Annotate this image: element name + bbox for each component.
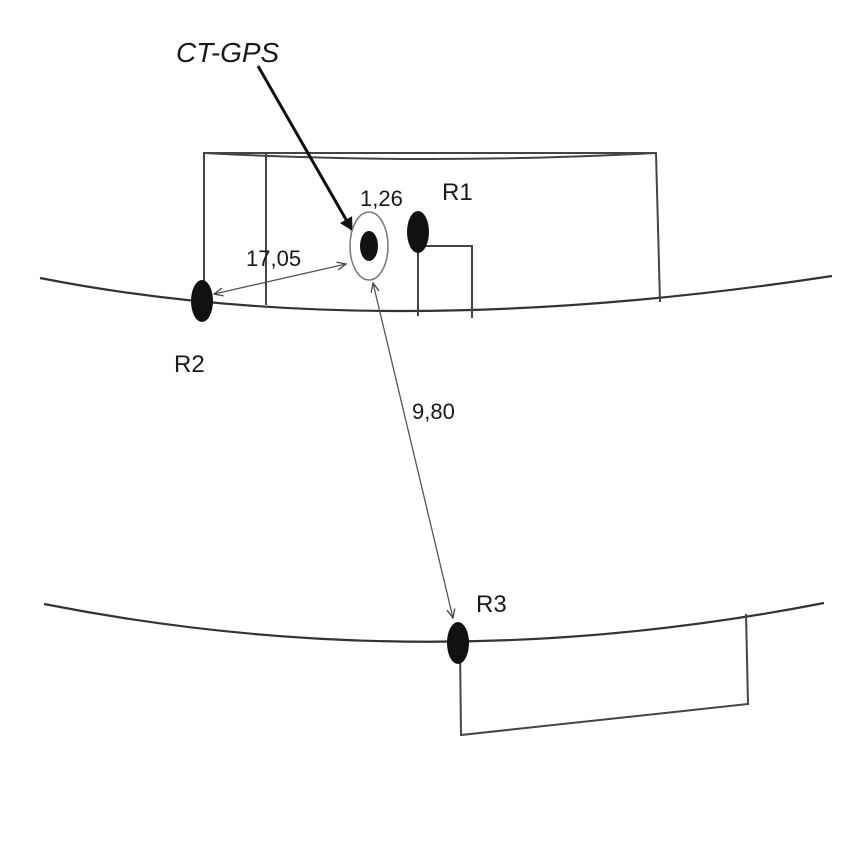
r3-label: R3 <box>476 591 507 618</box>
r3-point <box>447 622 469 664</box>
distance-line-gps-r3 <box>373 283 453 618</box>
r1-label: R1 <box>442 179 473 206</box>
upper-road-curve <box>39 274 833 313</box>
distance-gps-r1-label: 1,26 <box>360 186 403 211</box>
ct-gps-pointer-arrow <box>256 65 354 231</box>
r2-point <box>191 280 213 322</box>
distance-gps-r2-label: 17,05 <box>246 246 301 271</box>
lower-building <box>459 613 750 737</box>
lower-road-curve <box>43 601 825 643</box>
distance-gps-r3-label: 9,80 <box>412 399 455 424</box>
ct-gps-marker <box>349 211 389 281</box>
r1-point <box>407 211 429 253</box>
upper-building <box>203 152 661 318</box>
r2-label: R2 <box>174 351 205 378</box>
distance-line-gps-r2 <box>214 264 346 294</box>
ct-gps-label: CT-GPS <box>176 37 280 68</box>
